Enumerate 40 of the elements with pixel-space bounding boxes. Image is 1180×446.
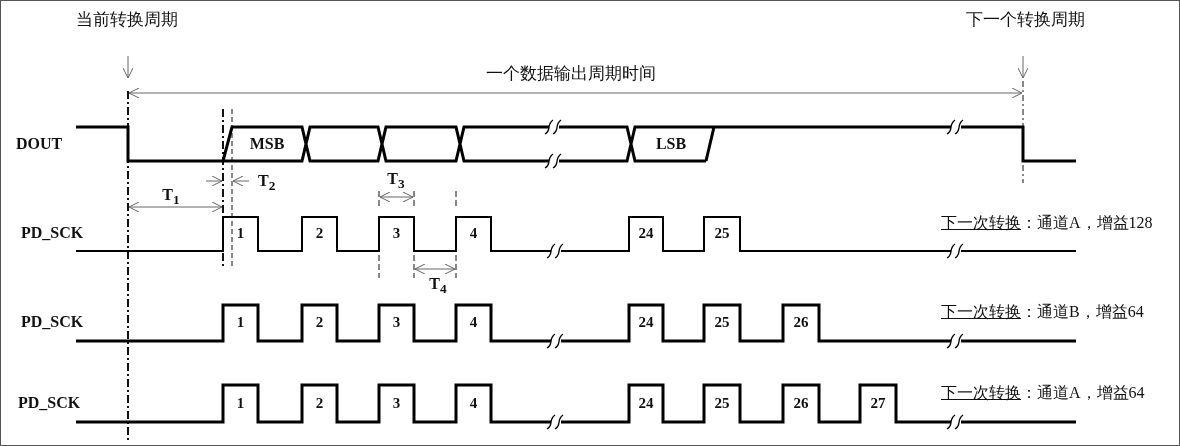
signal-name: DOUT xyxy=(16,136,63,152)
cycle-label: 当前转换周期 xyxy=(76,11,178,28)
pulse-number: 3 xyxy=(392,315,401,330)
pulse-number: 24 xyxy=(638,395,654,411)
pulse-number: 3 xyxy=(392,226,401,241)
pulse-number: 2 xyxy=(315,315,324,330)
pulse-number: 25 xyxy=(714,226,730,241)
timing-label: T$_{1}$ xyxy=(162,187,180,207)
pulse-number: 24 xyxy=(638,226,654,241)
signal-name: PD_SCK xyxy=(18,395,81,411)
timing-label: T$_{4}$ xyxy=(429,276,447,296)
pulse-number: 24 xyxy=(638,315,654,330)
data-label: MSB xyxy=(249,136,285,152)
pulse-number: 26 xyxy=(793,395,809,411)
cycle-label: 下一个转换周期 xyxy=(966,11,1085,28)
pulse-number: 25 xyxy=(714,395,730,411)
pulse-number: 25 xyxy=(714,315,730,330)
pulse-number: 2 xyxy=(315,395,324,411)
timing-label: T$_{2}$ xyxy=(258,173,276,193)
pulse-number: 2 xyxy=(315,226,324,241)
note-text: 下一次转换 xyxy=(941,385,1021,401)
pulse-number: 4 xyxy=(469,315,478,330)
pulse-number: 1 xyxy=(236,315,245,330)
note-text: ：通道B，增益64 xyxy=(1021,304,1144,320)
signal-name: PD_SCK xyxy=(21,225,84,241)
note-text: ：通道A，增益64 xyxy=(1021,385,1145,401)
note-text: ：通道A，增益128 xyxy=(1021,215,1153,231)
pulse-number: 26 xyxy=(793,315,809,330)
timing-label: T$_{3}$ xyxy=(387,171,405,191)
pulse-number: 3 xyxy=(392,395,401,411)
pulse-number: 4 xyxy=(469,226,478,241)
note-text: 下一次转换 xyxy=(941,215,1021,231)
pulse-number: 1 xyxy=(236,226,245,241)
period-label: 一个数据输出周期时间 xyxy=(486,65,656,82)
data-label: LSB xyxy=(655,136,687,152)
pulse-number: 27 xyxy=(870,395,886,411)
signal-name: PD_SCK xyxy=(21,314,84,330)
note-text: 下一次转换 xyxy=(941,304,1021,320)
pulse-number: 4 xyxy=(469,395,478,411)
pulse-number: 1 xyxy=(236,395,245,411)
